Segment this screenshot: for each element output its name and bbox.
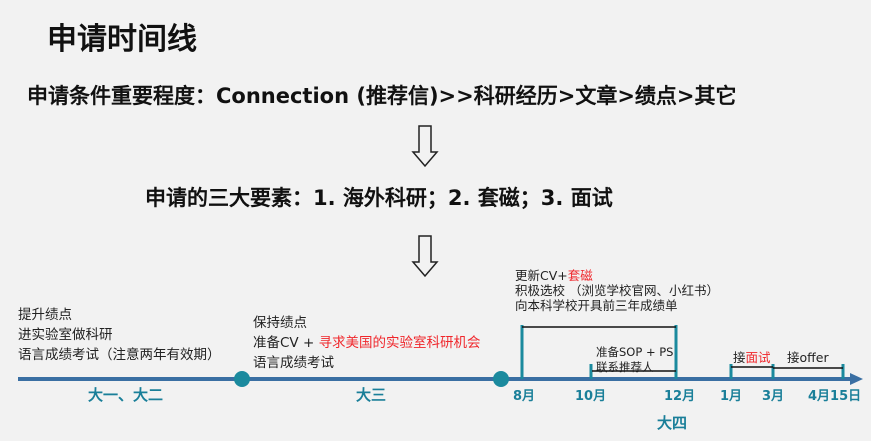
month-label: 4月15日	[808, 389, 862, 404]
task: 语言成绩考试	[253, 355, 334, 371]
phase-label: 大一、大二	[88, 386, 164, 404]
task: 准备SOP + PS	[596, 345, 674, 359]
task: 更新CV+套磁	[515, 268, 719, 283]
task: 提升绩点	[18, 307, 72, 323]
task-text: 更新CV+	[515, 268, 568, 283]
phase-dot	[493, 371, 509, 387]
task: 语言成绩考试（注意两年有效期）	[18, 347, 221, 363]
month-label: 3月	[762, 389, 785, 404]
task: 积极选校 （浏览学校官网、小红书）	[515, 283, 719, 298]
phase-label: 大四	[657, 414, 688, 432]
month-label: 8月	[513, 389, 536, 404]
phase-label: 大三	[356, 386, 387, 404]
highlight-text: 面试	[745, 350, 771, 365]
month-label: 10月	[575, 389, 607, 404]
task-text: 接	[733, 350, 746, 365]
interview-task: 接面试	[733, 348, 771, 368]
task: 向本科学校开具前三年成绩单	[515, 298, 678, 313]
task: 保持绩点	[253, 315, 307, 331]
offer-task: 接offer	[787, 350, 829, 365]
sop-tasks: 准备SOP + PS 联系推荐人	[596, 345, 673, 375]
highlight-text: 套磁	[567, 268, 593, 283]
month-label: 1月	[720, 389, 743, 404]
task-text: 准备CV +	[253, 335, 319, 351]
highlight-text: 寻求美国的实验室科研机会	[318, 335, 481, 351]
importance-statement: 申请条件重要程度：Connection (推荐信)>>科研经历>文章>绩点>其它	[27, 84, 737, 108]
axis-arrow-icon	[850, 373, 863, 385]
down-arrow-icon	[411, 125, 439, 168]
phase-dot	[234, 371, 250, 387]
three-elements-statement: 申请的三大要素：1. 海外科研；2. 套磁；3. 面试	[145, 186, 613, 210]
phase3-tasks: 更新CV+套磁 积极选校 （浏览学校官网、小红书） 向本科学校开具前三年成绩单	[515, 268, 719, 313]
page-title: 申请时间线	[47, 22, 197, 57]
task: 联系推荐人	[596, 360, 654, 374]
phase1-tasks: 提升绩点 进实验室做科研 语言成绩考试（注意两年有效期）	[18, 305, 221, 365]
month-label: 12月	[664, 389, 696, 404]
task: 进实验室做科研	[18, 327, 113, 343]
down-arrow-icon	[411, 235, 439, 278]
task: 准备CV + 寻求美国的实验室科研机会	[253, 333, 481, 353]
phase2-tasks: 保持绩点 准备CV + 寻求美国的实验室科研机会 语言成绩考试	[253, 313, 481, 373]
